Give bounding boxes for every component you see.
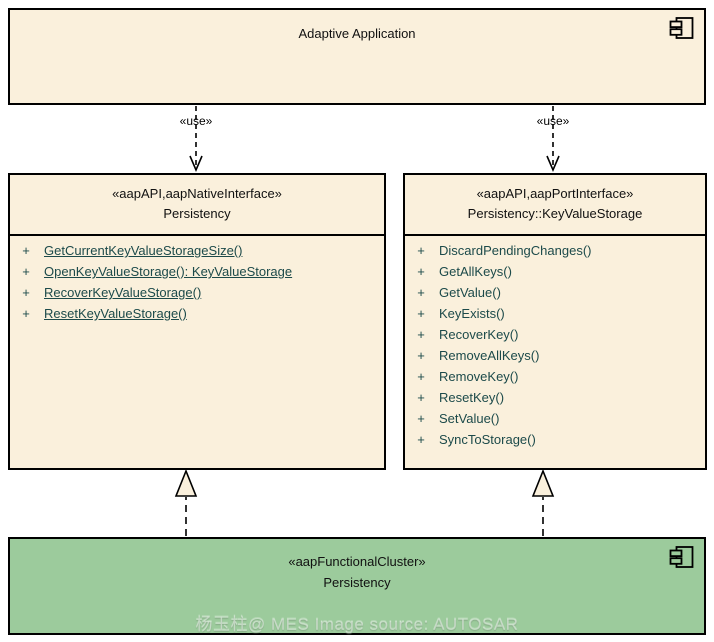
interface-name: Persistency::KeyValueStorage <box>467 206 643 221</box>
hollow-triangle-left <box>174 468 198 497</box>
method-label: RemoveKey() <box>439 369 519 384</box>
visibility-plus: + <box>417 411 425 426</box>
visibility-plus: + <box>417 306 425 321</box>
method-label: RecoverKey() <box>439 327 519 342</box>
watermark-text: 杨玉柱@ MES Image source: AUTOSAR <box>195 615 519 634</box>
visibility-plus: + <box>417 264 425 279</box>
visibility-plus: + <box>417 369 425 384</box>
method-label: GetValue() <box>439 285 501 300</box>
interface-persistency: «aapAPI,aapNativeInterface» Persistency … <box>8 173 386 470</box>
interface-keyvaluestorage: «aapAPI,aapPortInterface» Persistency::K… <box>403 173 707 470</box>
cluster-header: «aapFunctionalCluster» Persistency <box>10 539 704 593</box>
visibility-plus: + <box>22 243 30 258</box>
method-row: + RemoveKey() <box>405 369 705 390</box>
method-row: + OpenKeyValueStorage(): KeyValueStorage <box>10 264 384 285</box>
visibility-plus: + <box>417 432 425 447</box>
interface-methods: + DiscardPendingChanges() + GetAllKeys()… <box>405 236 705 453</box>
open-arrowhead-left <box>189 155 203 173</box>
uml-component-icon <box>669 546 694 568</box>
hollow-triangle-right <box>531 468 555 497</box>
visibility-plus: + <box>22 264 30 279</box>
cluster-stereotype: «aapFunctionalCluster» <box>288 554 426 569</box>
method-row: + SyncToStorage() <box>405 432 705 453</box>
method-label: ResetKey() <box>439 390 505 405</box>
visibility-plus: + <box>417 390 425 405</box>
method-label: KeyExists() <box>439 306 505 321</box>
method-label: SyncToStorage() <box>439 432 536 447</box>
method-row: + SetValue() <box>405 411 705 432</box>
method-row: + RemoveAllKeys() <box>405 348 705 369</box>
component-adaptive-application: Adaptive Application <box>8 8 706 105</box>
visibility-plus: + <box>417 348 425 363</box>
method-row: + RecoverKeyValueStorage() <box>10 285 384 306</box>
method-label: SetValue() <box>439 411 500 426</box>
uml-component-icon <box>669 17 694 39</box>
method-row: + DiscardPendingChanges() <box>405 243 705 264</box>
visibility-plus: + <box>417 243 425 258</box>
visibility-plus: + <box>417 285 425 300</box>
component-functional-cluster: «aapFunctionalCluster» Persistency <box>8 537 706 635</box>
method-label: RemoveAllKeys() <box>439 348 540 363</box>
visibility-plus: + <box>22 285 30 300</box>
method-row: + ResetKey() <box>405 390 705 411</box>
method-label: DiscardPendingChanges() <box>439 243 592 258</box>
method-label: GetCurrentKeyValueStorageSize() <box>44 243 243 258</box>
interface-name: Persistency <box>163 206 231 221</box>
visibility-plus: + <box>22 306 30 321</box>
use-stereotype-label-left: «use» <box>179 114 213 128</box>
use-stereotype-label-right: «use» <box>536 114 570 128</box>
method-row: + RecoverKey() <box>405 327 705 348</box>
interface-header: «aapAPI,aapNativeInterface» Persistency <box>10 175 384 236</box>
component-title: Adaptive Application <box>298 26 416 41</box>
method-label: ResetKeyValueStorage() <box>44 306 187 321</box>
method-row: + GetCurrentKeyValueStorageSize() <box>10 243 384 264</box>
method-row: + ResetKeyValueStorage() <box>10 306 384 327</box>
cluster-name: Persistency <box>323 575 391 590</box>
method-label: GetAllKeys() <box>439 264 512 279</box>
interface-stereotype: «aapAPI,aapPortInterface» <box>476 186 634 201</box>
interface-header: «aapAPI,aapPortInterface» Persistency::K… <box>405 175 705 236</box>
interface-stereotype: «aapAPI,aapNativeInterface» <box>112 186 282 201</box>
method-row: + GetAllKeys() <box>405 264 705 285</box>
method-row: + KeyExists() <box>405 306 705 327</box>
method-row: + GetValue() <box>405 285 705 306</box>
open-arrowhead-right <box>546 155 560 173</box>
method-label: OpenKeyValueStorage(): KeyValueStorage <box>44 264 293 279</box>
visibility-plus: + <box>417 327 425 342</box>
interface-methods: + GetCurrentKeyValueStorageSize() + Open… <box>10 236 384 327</box>
method-label: RecoverKeyValueStorage() <box>44 285 202 300</box>
